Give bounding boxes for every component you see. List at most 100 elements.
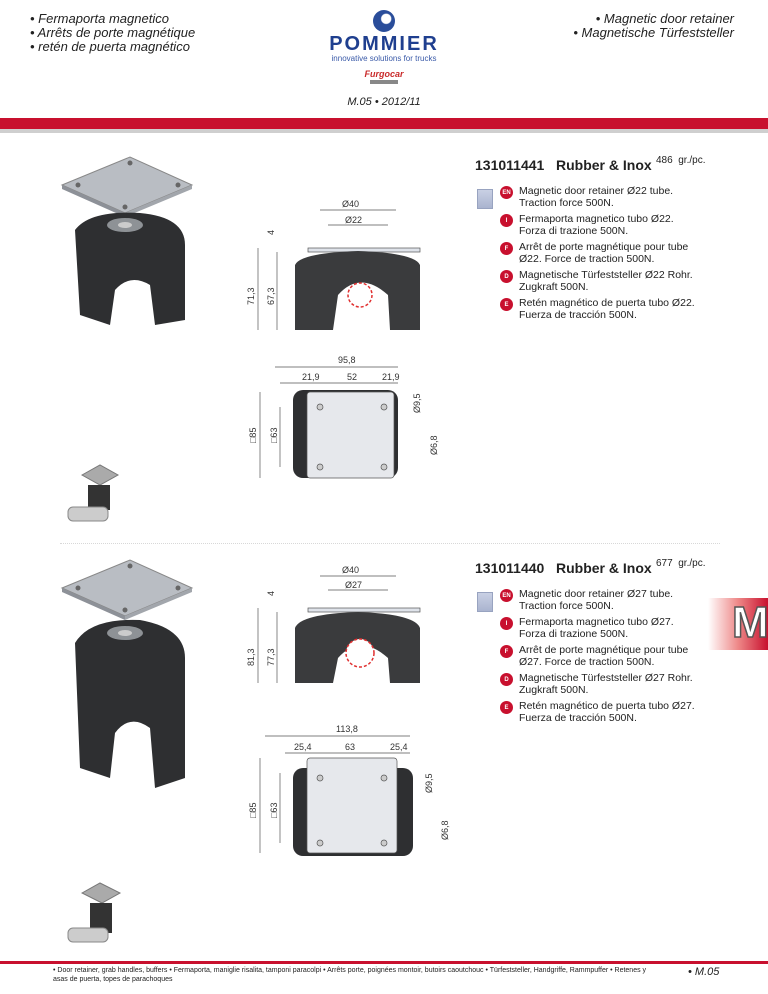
- brand-name: POMMIER: [329, 33, 439, 55]
- dim-left-offset: 21,9: [302, 372, 320, 382]
- product-material: Rubber & Inox: [555, 157, 652, 173]
- dim-plate-thickness: 4: [266, 591, 276, 596]
- description-f: F Arrêt de porte magnétique pour tube Ø22…: [500, 241, 700, 265]
- language-badge: F: [500, 645, 513, 658]
- brand-tagline: innovative solutions for trucks: [331, 54, 437, 63]
- footer-categories: • Door retainer, grab handles, buffers •…: [53, 967, 647, 983]
- section-tab-m: M: [708, 598, 768, 650]
- top-view: 95,8 21,9 52 21,9 □85 □63 Ø9,5 Ø6,8: [248, 355, 439, 479]
- dim-outer-diameter: Ø40: [342, 565, 359, 575]
- weight-value: 486: [656, 155, 673, 166]
- language-badge: I: [500, 214, 513, 227]
- language-badge: EN: [500, 589, 513, 602]
- product-title: 131011440 Rubber & Inox: [475, 560, 652, 576]
- descriptions: EN Magnetic door retainer Ø27 tube. Tract…: [500, 588, 700, 728]
- dim-overall-width: 95,8: [338, 355, 356, 365]
- technical-drawings: Ø40 Ø27 4 81,3 77,3 113,8 25,4 63 25,4 □…: [60, 559, 450, 943]
- page-number: • M.05: [688, 966, 720, 978]
- header-left-titles: • Fermaporta magnetico • Arrêts de porte…: [30, 12, 195, 54]
- edition-label: M.05 • 2012/11: [347, 96, 421, 108]
- description-i: I Fermaporta magnetico tubo Ø22. Forza di…: [500, 213, 700, 237]
- header-band: [0, 118, 768, 129]
- top-view: 113,8 25,4 63 25,4 □85 □63 Ø9,5 Ø6,8: [248, 724, 450, 856]
- furgocar-logo: Furgocar: [364, 69, 404, 79]
- dim-small-hole-diameter: Ø6,8: [429, 435, 439, 455]
- language-badge: I: [500, 617, 513, 630]
- document-icon: [477, 189, 493, 209]
- language-badge: F: [500, 242, 513, 255]
- section-divider: [60, 543, 720, 544]
- retainer-photo: [75, 212, 185, 325]
- product-131011441: Ø40 Ø22 4 71,3 67,3 95,8 21,9 52 21,9 □8…: [0, 145, 768, 545]
- title-de: • Magnetische Türfeststeller: [573, 25, 734, 40]
- descriptions: EN Magnetic door retainer Ø22 tube. Tract…: [500, 185, 700, 325]
- dim-total-height: 81,3: [246, 648, 256, 666]
- product-material: Rubber & Inox: [555, 560, 652, 576]
- dim-hole-spacing: 52: [347, 372, 357, 382]
- description-text: Magnetische Türfeststeller Ø22 Rohr. Zug…: [519, 269, 693, 293]
- description-e: E Retén magnético de puerta tubo Ø27. Fue…: [500, 700, 700, 724]
- dim-total-height: 71,3: [246, 287, 256, 305]
- product-weight: 486 gr./pc.: [656, 155, 706, 167]
- description-text: Arrêt de porte magnétique pour tube Ø27.…: [519, 644, 689, 668]
- dim-small-hole-diameter: Ø6,8: [440, 820, 450, 840]
- language-badge: E: [500, 701, 513, 714]
- document-icon: [477, 592, 493, 612]
- dim-hole-spacing: 63: [345, 742, 355, 752]
- language-badge: EN: [500, 186, 513, 199]
- language-badge: D: [500, 270, 513, 283]
- product-131011440: Ø40 Ø27 4 81,3 77,3 113,8 25,4 63 25,4 □…: [0, 548, 768, 948]
- description-en: EN Magnetic door retainer Ø27 tube. Tract…: [500, 588, 700, 612]
- plate-photo: [60, 156, 194, 217]
- dim-hole-diameter: Ø9,5: [412, 393, 422, 413]
- logo-swirl-icon: [373, 10, 395, 32]
- dim-outer-diameter: Ø40: [342, 199, 359, 209]
- dim-tube-diameter: Ø22: [345, 215, 362, 225]
- dim-plate-square: □85: [248, 803, 258, 818]
- language-badge: D: [500, 673, 513, 686]
- header-band-shadow: [0, 129, 768, 133]
- title-es: • retén de puerta magnético: [30, 39, 190, 54]
- dim-hole-diameter: Ø9,5: [424, 773, 434, 793]
- description-text: Fermaporta magnetico tubo Ø22. Forza di …: [519, 213, 674, 237]
- dim-left-offset: 25,4: [294, 742, 312, 752]
- footer-line: [0, 961, 768, 964]
- pommier-logo: POMMIER innovative solutions for trucks …: [325, 10, 443, 84]
- dim-hole-square: □63: [269, 803, 279, 818]
- weight-value: 677: [656, 558, 673, 569]
- section-letter: M: [731, 598, 768, 647]
- description-text: Retén magnético de puerta tubo Ø27. Fuer…: [519, 700, 695, 724]
- assembly-photo: [67, 882, 122, 943]
- description-text: Retén magnético de puerta tubo Ø22. Fuer…: [519, 297, 695, 321]
- title-en: • Magnetic door retainer: [595, 11, 734, 26]
- header-right-titles: • Magnetic door retainer • Magnetische T…: [573, 12, 734, 40]
- description-text: Magnetic door retainer Ø22 tube. Tractio…: [519, 185, 674, 209]
- dim-right-offset: 25,4: [390, 742, 408, 752]
- description-text: Arrêt de porte magnétique pour tube Ø22.…: [519, 241, 689, 265]
- dim-body-height: 77,3: [266, 648, 276, 666]
- product-title: 131011441 Rubber & Inox: [475, 157, 652, 173]
- side-view: Ø40 Ø22 4 71,3 67,3: [246, 199, 421, 330]
- description-text: Magnetic door retainer Ø27 tube. Tractio…: [519, 588, 674, 612]
- description-d: D Magnetische Türfeststeller Ø27 Rohr. Zu…: [500, 672, 700, 696]
- product-code: 131011441: [475, 157, 545, 173]
- dim-tube-diameter: Ø27: [345, 580, 362, 590]
- assembly-photo: [67, 464, 120, 522]
- language-badge: E: [500, 298, 513, 311]
- product-code: 131011440: [475, 560, 545, 576]
- title-fr: • Arrêts de porte magnétique: [30, 25, 196, 40]
- description-text: Magnetische Türfeststeller Ø27 Rohr. Zug…: [519, 672, 693, 696]
- retainer-photo: [75, 619, 185, 788]
- product-weight: 677 gr./pc.: [656, 558, 706, 570]
- dim-body-height: 67,3: [266, 287, 276, 305]
- weight-unit: gr./pc.: [678, 155, 706, 166]
- dim-right-offset: 21,9: [382, 372, 400, 382]
- description-d: D Magnetische Türfeststeller Ø22 Rohr. Zu…: [500, 269, 700, 293]
- weight-unit: gr./pc.: [678, 558, 706, 569]
- dim-plate-square: □85: [248, 428, 258, 443]
- dim-hole-square: □63: [269, 428, 279, 443]
- title-it: • Fermaporta magnetico: [30, 11, 169, 26]
- plate-photo: [60, 559, 194, 620]
- side-view: Ø40 Ø27 4 81,3 77,3: [246, 565, 421, 683]
